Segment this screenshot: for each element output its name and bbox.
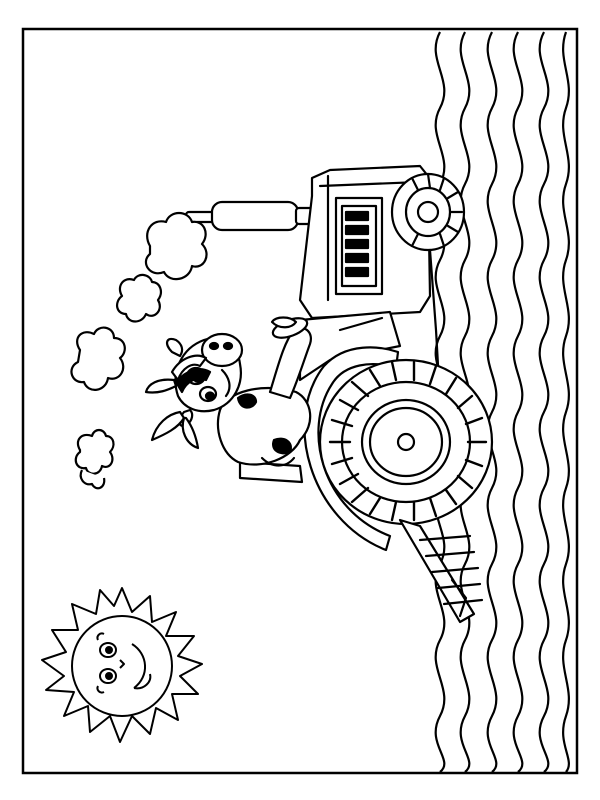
- sun-features: [97, 633, 150, 692]
- smoke-cloud: [146, 213, 207, 279]
- tractor-rear-wheel: [320, 360, 492, 524]
- tractor-front-wheel: [392, 174, 464, 250]
- smiling-sun: [42, 588, 202, 742]
- smoke-cloud: [81, 470, 105, 488]
- cow-driver: [146, 314, 311, 465]
- cow-horn: [167, 339, 182, 356]
- cow-bandana: [172, 356, 206, 380]
- smoke-cloud: [117, 275, 161, 322]
- tractor-grille: [336, 198, 382, 294]
- tractor-plough: [400, 520, 482, 622]
- tractor-exhaust: [186, 202, 314, 230]
- page-frame: [23, 29, 577, 773]
- cow-bandana-knot: [152, 412, 184, 440]
- tractor: [186, 166, 492, 622]
- cow-arm: [270, 328, 311, 398]
- smoke-cloud: [76, 430, 114, 474]
- cow-muzzle: [202, 334, 242, 366]
- field-wavy-rows: [436, 32, 569, 772]
- smoke-cloud: [71, 328, 124, 390]
- smoke-clouds: [71, 213, 206, 488]
